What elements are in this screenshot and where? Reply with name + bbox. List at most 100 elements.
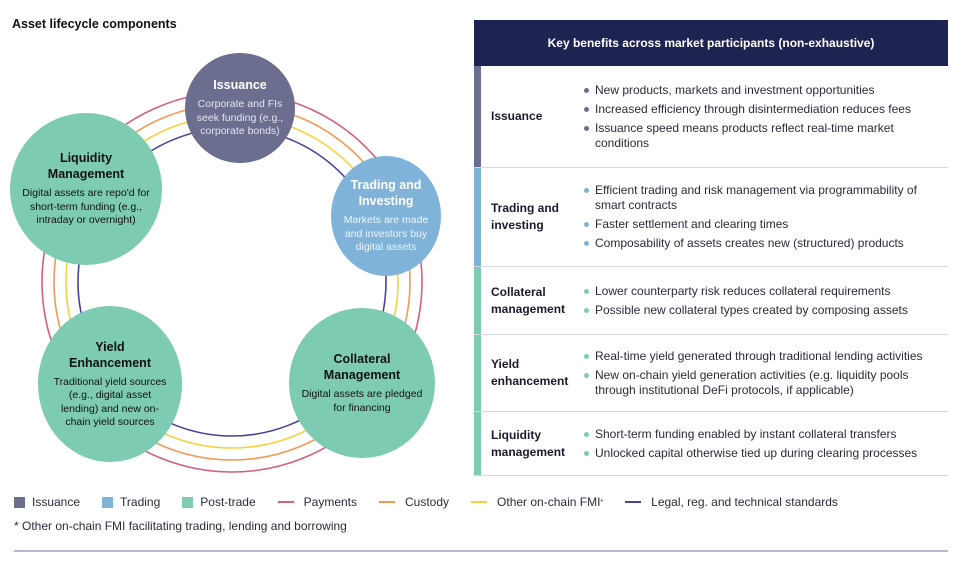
node-yield: Yield Enhancement Traditional yield sour… (38, 306, 182, 462)
bullet-list: New products, markets and investment opp… (583, 79, 948, 155)
legend-label: Payments (303, 495, 357, 509)
bullet-dot-icon (584, 241, 589, 246)
bullet-dot-icon (584, 125, 589, 131)
bullet-dot-icon (584, 372, 589, 378)
bullet-item: Efficient trading and risk management vi… (583, 183, 948, 213)
bullet-item: New on-chain yield generation activities… (583, 368, 948, 398)
benefit-row: Trading and investing Efficient trading a… (474, 168, 948, 267)
bullet-text: Efficient trading and risk management vi… (595, 183, 917, 212)
bullet-text: Increased efficiency through disintermed… (595, 101, 911, 116)
category-bar (474, 267, 481, 334)
node-collateral: Collateral Management Digital assets are… (289, 308, 435, 458)
category-bar (474, 168, 481, 266)
category-bar (474, 412, 481, 475)
legend: Issuance Trading Post-trade Payments Custody… (14, 495, 860, 509)
benefit-row: Yield enhancement Real-time yield generat… (474, 335, 948, 412)
panel-header: Key benefits across market participants … (474, 20, 948, 66)
node-description: Traditional yield sources (e.g., digital… (53, 375, 167, 429)
bullet-item: Short-term funding enabled by instant co… (583, 427, 948, 442)
row-label: Issuance (491, 109, 543, 123)
legend-item: Legal, reg. and technical standards (625, 495, 838, 509)
bullet-dot-icon (584, 188, 589, 193)
row-label: Liquidity management (491, 427, 566, 459)
node-title: Yield Enhancement (69, 339, 151, 370)
legend-line-icon (625, 501, 642, 503)
bullet-item: Issuance speed means products reflect re… (583, 121, 948, 151)
bullet-dot-icon (584, 450, 589, 456)
legend-label: Other on-chain FMI (497, 495, 601, 509)
node-description: Digital assets are repo'd for short-term… (22, 187, 150, 227)
bullet-item: Faster settlement and clearing times (583, 217, 948, 232)
node-title: Issuance (213, 78, 267, 93)
bullet-text: Short-term funding enabled by instant co… (595, 426, 897, 441)
legend-line-icon (471, 501, 488, 503)
legend-item: Other on-chain FMI* (471, 495, 603, 509)
bullet-dot-icon (584, 87, 589, 93)
bullet-list: Real-time yield generated through tradit… (583, 345, 948, 402)
node-title: Collateral Management (323, 352, 401, 382)
bullet-item: Possible new collateral types created by… (583, 303, 948, 318)
node-title: Trading and Investing (350, 178, 422, 209)
bullet-text: Lower counterparty risk reduces collater… (595, 283, 891, 298)
bullet-text: Unlocked capital otherwise tied up durin… (595, 445, 918, 460)
bullet-item: New products, markets and investment opp… (583, 83, 948, 98)
bullet-item: Real-time yield generated through tradit… (583, 349, 948, 364)
legend-item: Trading (102, 495, 160, 509)
legend-item: Issuance (14, 495, 80, 509)
bullet-dot-icon (584, 106, 589, 112)
bullet-dot-icon (584, 307, 589, 313)
bullet-list: Lower counterparty risk reduces collater… (583, 280, 948, 322)
node-liquidity: Liquidity Management Digital assets are … (10, 113, 162, 265)
legend-label: Legal, reg. and technical standards (651, 495, 838, 509)
bullet-text: New on-chain yield generation activities… (595, 367, 909, 397)
bullet-text: New products, markets and investment opp… (595, 82, 875, 97)
row-label: Collateral management (491, 284, 566, 316)
node-description: Digital assets are pledged for financing (301, 388, 423, 414)
legend-label: Post-trade (200, 495, 256, 509)
row-label: Trading and investing (491, 201, 560, 232)
footnote-marker: * (600, 498, 604, 506)
category-bar (474, 335, 481, 411)
row-label: Yield enhancement (491, 357, 569, 388)
divider (14, 550, 948, 552)
bullet-dot-icon (584, 353, 589, 359)
legend-swatch-icon (182, 496, 194, 508)
legend-label: Issuance (32, 495, 81, 509)
diagram-title: Asset lifecycle components (12, 17, 177, 31)
bullet-item: Unlocked capital otherwise tied up durin… (583, 446, 948, 461)
legend-label: Trading (120, 495, 161, 509)
benefit-row: Collateral management Lower counterparty … (474, 267, 948, 335)
bullet-text: Possible new collateral types created by… (595, 302, 908, 317)
bullet-item: Lower counterparty risk reduces collater… (583, 284, 948, 299)
bullet-item: Increased efficiency through disintermed… (583, 102, 948, 117)
legend-label: Custody (405, 495, 450, 509)
bullet-dot-icon (584, 222, 589, 227)
bullet-text: Real-time yield generated through tradit… (595, 348, 923, 363)
legend-line-icon (277, 501, 294, 503)
benefit-row: Issuance New products, markets and invest… (474, 66, 948, 168)
bullet-dot-icon (584, 288, 589, 294)
legend-swatch-icon (102, 496, 114, 508)
footnote: * Other on-chain FMI facilitating tradin… (14, 519, 347, 533)
node-issuance: Issuance Corporate and FIs seek funding … (185, 53, 295, 163)
node-trading: Trading and Investing Markets are made a… (331, 156, 441, 276)
bullet-item: Composability of assets creates new (str… (583, 236, 948, 251)
bullet-text: Faster settlement and clearing times (595, 217, 789, 231)
category-bar (474, 66, 481, 167)
benefits-panel: Key benefits across market participants … (474, 20, 948, 476)
node-description: Corporate and FIs seek funding (e.g., co… (196, 98, 284, 138)
benefits-rows: Issuance New products, markets and invest… (474, 66, 948, 476)
bullet-dot-icon (584, 431, 589, 437)
node-description: Markets are made and investors buy digit… (343, 214, 429, 254)
legend-item: Custody (379, 495, 449, 509)
bullet-text: Issuance speed means products reflect re… (595, 120, 894, 150)
legend-item: Payments (277, 495, 357, 509)
node-title: Liquidity Management (47, 151, 125, 182)
legend-item: Post-trade (182, 495, 256, 509)
bullet-list: Efficient trading and risk management vi… (583, 179, 948, 255)
bullet-text: Composability of assets creates new (str… (595, 236, 904, 250)
legend-line-icon (379, 501, 395, 503)
benefit-row: Liquidity management Short-term funding e… (474, 412, 948, 476)
legend-swatch-icon (14, 496, 25, 508)
bullet-list: Short-term funding enabled by instant co… (583, 423, 948, 465)
